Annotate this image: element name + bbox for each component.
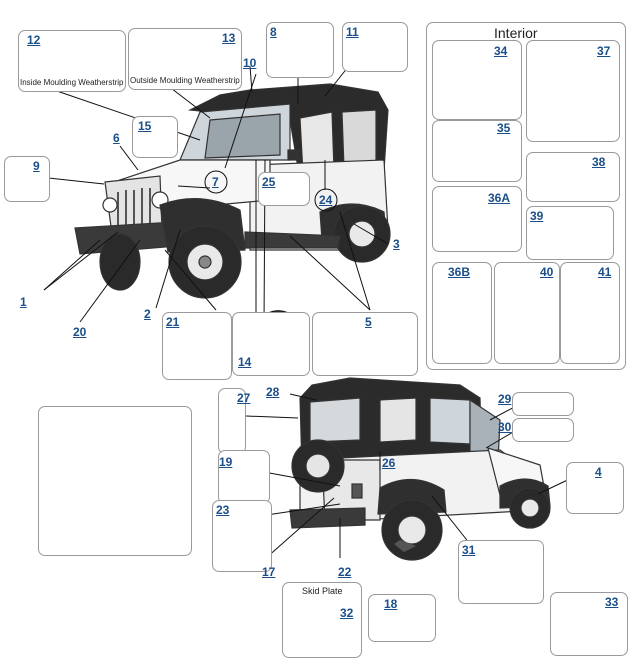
panel-part-5 <box>312 312 418 376</box>
callout-10[interactable]: 10 <box>243 56 257 70</box>
panel-part-29 <box>512 392 574 416</box>
callout-27[interactable]: 27 <box>237 391 251 405</box>
callout-38[interactable]: 38 <box>592 155 606 169</box>
panel-part-33 <box>550 592 628 656</box>
callout-6[interactable]: 6 <box>113 131 120 145</box>
panel-part-14 <box>232 312 310 376</box>
callout-13[interactable]: 13 <box>222 31 236 45</box>
inside-moulding-label: Inside Moulding Weatherstrip <box>20 78 124 87</box>
panel-part-31 <box>458 540 544 604</box>
skid-plate-label: Skid Plate <box>302 586 343 596</box>
panel-part-27 <box>218 388 246 454</box>
panel-part-32 <box>282 582 362 658</box>
callout-23[interactable]: 23 <box>216 503 230 517</box>
rear-jeep-illustration <box>289 377 551 561</box>
panel-part-21 <box>162 312 232 380</box>
callout-21[interactable]: 21 <box>166 315 180 329</box>
callout-37[interactable]: 37 <box>597 44 611 58</box>
callout-14[interactable]: 14 <box>238 355 252 369</box>
callout-5[interactable]: 5 <box>365 315 372 329</box>
callout-circle-24 <box>314 188 338 212</box>
callout-18[interactable]: 18 <box>384 597 398 611</box>
callout-34[interactable]: 34 <box>494 44 508 58</box>
panel-part-41 <box>560 262 620 364</box>
callout-2[interactable]: 2 <box>144 307 151 321</box>
callout-28[interactable]: 28 <box>266 385 280 399</box>
callout-20[interactable]: 20 <box>73 325 87 339</box>
callout-11[interactable]: 11 <box>346 25 359 39</box>
panel-part-38 <box>526 152 620 202</box>
panel-part-18 <box>368 594 436 642</box>
callout-4[interactable]: 4 <box>595 465 602 479</box>
panel-part-37 <box>526 40 620 142</box>
panel-part-35 <box>432 120 522 182</box>
callout-7[interactable]: 7 <box>212 175 219 189</box>
callout-33[interactable]: 33 <box>605 595 619 609</box>
callout-36b[interactable]: 36B <box>448 265 471 279</box>
callout-17[interactable]: 17 <box>262 565 276 579</box>
panel-part-40 <box>494 262 560 364</box>
panel-part-11 <box>342 22 408 72</box>
callout-29[interactable]: 29 <box>498 392 512 406</box>
part-26-shape <box>394 540 416 552</box>
callout-39[interactable]: 39 <box>530 209 544 223</box>
panel-part-34 <box>432 40 522 120</box>
callout-32[interactable]: 32 <box>340 606 354 620</box>
callout-26[interactable]: 26 <box>382 456 396 470</box>
panel-part-36b <box>432 262 492 364</box>
panel-part-25 <box>258 172 310 206</box>
callout-30[interactable]: 30 <box>498 420 512 434</box>
panel-part-23 <box>212 500 272 572</box>
panel-part-19 <box>218 450 270 504</box>
callout-31[interactable]: 31 <box>462 543 476 557</box>
callout-19[interactable]: 19 <box>219 455 233 469</box>
panel-fender-flare-kit <box>38 406 192 556</box>
interior-title: Interior <box>494 25 538 41</box>
callout-3[interactable]: 3 <box>393 237 400 251</box>
callout-8[interactable]: 8 <box>270 25 277 39</box>
callout-40[interactable]: 40 <box>540 265 554 279</box>
callout-circle-7 <box>204 170 228 194</box>
callout-35[interactable]: 35 <box>497 121 511 135</box>
panel-part-9 <box>4 156 50 202</box>
panel-part-30 <box>512 418 574 442</box>
callout-12[interactable]: 12 <box>27 33 41 47</box>
panel-part-15 <box>132 116 178 158</box>
callout-9[interactable]: 9 <box>33 159 40 173</box>
callout-22[interactable]: 22 <box>338 565 352 579</box>
callout-36a[interactable]: 36A <box>488 191 511 205</box>
outside-moulding-label: Outside Moulding Weatherstrip <box>130 76 240 85</box>
panel-part-39 <box>526 206 614 260</box>
panel-inside-moulding <box>18 30 126 92</box>
callout-1[interactable]: 1 <box>20 295 27 309</box>
callout-15[interactable]: 15 <box>138 119 152 133</box>
panel-outside-moulding <box>128 28 242 90</box>
callout-41[interactable]: 41 <box>598 265 612 279</box>
panel-part-4 <box>566 462 624 514</box>
callout-24[interactable]: 24 <box>319 193 333 207</box>
panel-part-36a <box>432 186 522 252</box>
callout-25[interactable]: 25 <box>262 175 276 189</box>
panel-part-8 <box>266 22 334 78</box>
front-jeep-illustration <box>74 83 391 299</box>
